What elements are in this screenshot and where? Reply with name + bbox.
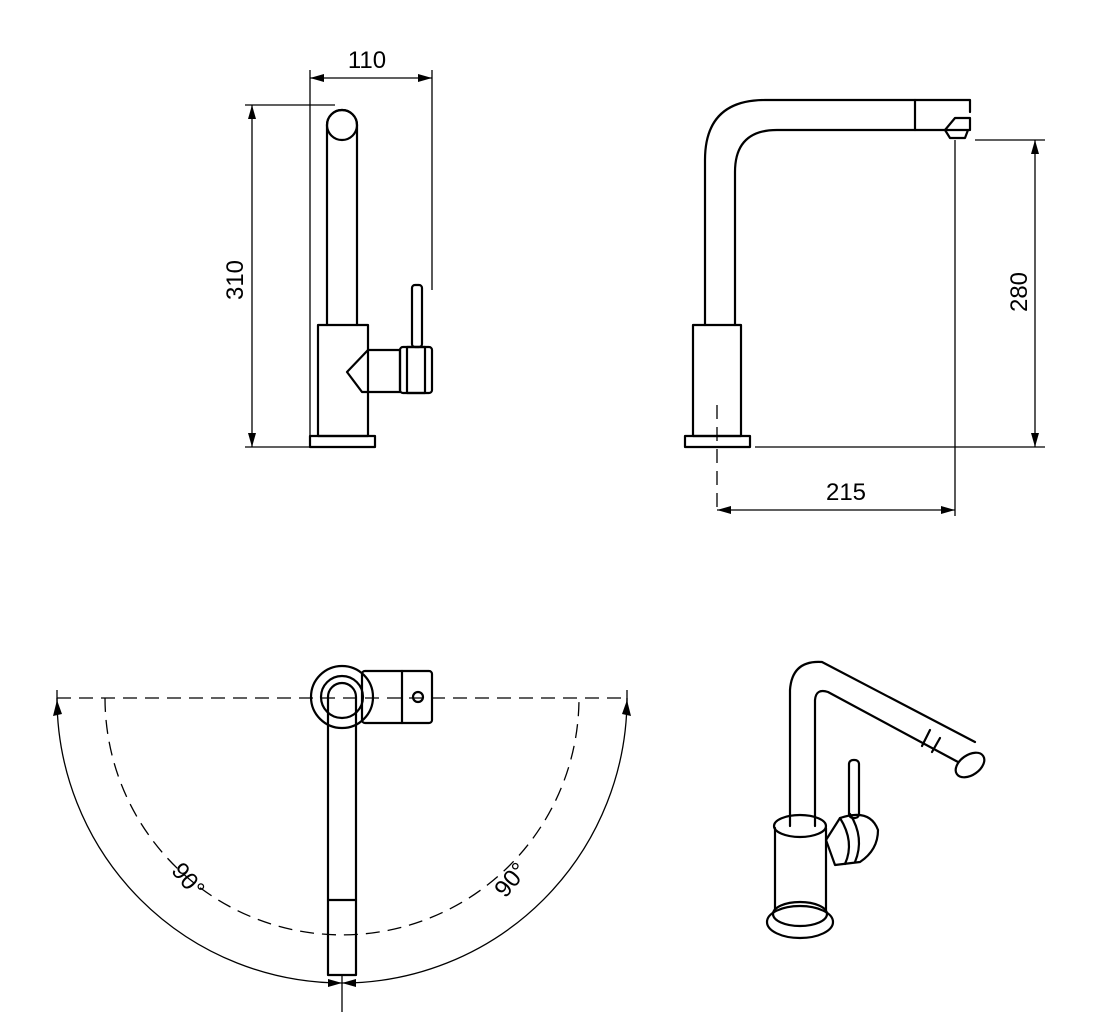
- dimension-height-label: 310: [222, 260, 249, 300]
- angle-left-label: 90°: [166, 858, 210, 903]
- front-body: [316, 323, 370, 438]
- iso-spout-inner: [813, 689, 960, 828]
- top-base-outer: [309, 664, 375, 730]
- iso-body: [773, 826, 828, 912]
- isometric-view: [765, 660, 986, 940]
- swivel-arc: [56, 697, 628, 984]
- side-aerator: [943, 116, 972, 140]
- top-view: 90° 90°: [53, 664, 631, 1012]
- front-lever-housing: [398, 345, 434, 395]
- dimension-spout-height-label: 280: [1006, 272, 1033, 312]
- front-spout: [325, 108, 359, 327]
- front-lever-handle: [410, 283, 424, 349]
- dimension-width-label: 110: [348, 47, 386, 74]
- iso-lever-housing: [824, 813, 880, 867]
- top-lever-housing: [360, 669, 434, 725]
- side-spout-inner: [733, 128, 947, 327]
- top-lever-pin: [411, 690, 425, 704]
- front-lever-connector: [345, 348, 402, 394]
- swivel-inner-arc: [104, 697, 580, 936]
- angle-right-label: 90°: [489, 858, 533, 903]
- iso-lever-handle: [847, 758, 861, 820]
- top-spout: [326, 681, 358, 977]
- side-view: 215 280: [683, 98, 1045, 516]
- iso-aerator: [954, 751, 986, 779]
- iso-spout-outer: [788, 660, 977, 828]
- dimension-reach-label: 215: [826, 479, 866, 506]
- side-body: [691, 323, 743, 438]
- front-view: 110 310: [222, 47, 434, 449]
- front-spout-top: [325, 108, 359, 142]
- side-spout-outer: [703, 98, 972, 327]
- iso-base-plate: [765, 904, 835, 940]
- front-base-plate: [308, 434, 377, 449]
- front-lever-collar: [405, 345, 427, 395]
